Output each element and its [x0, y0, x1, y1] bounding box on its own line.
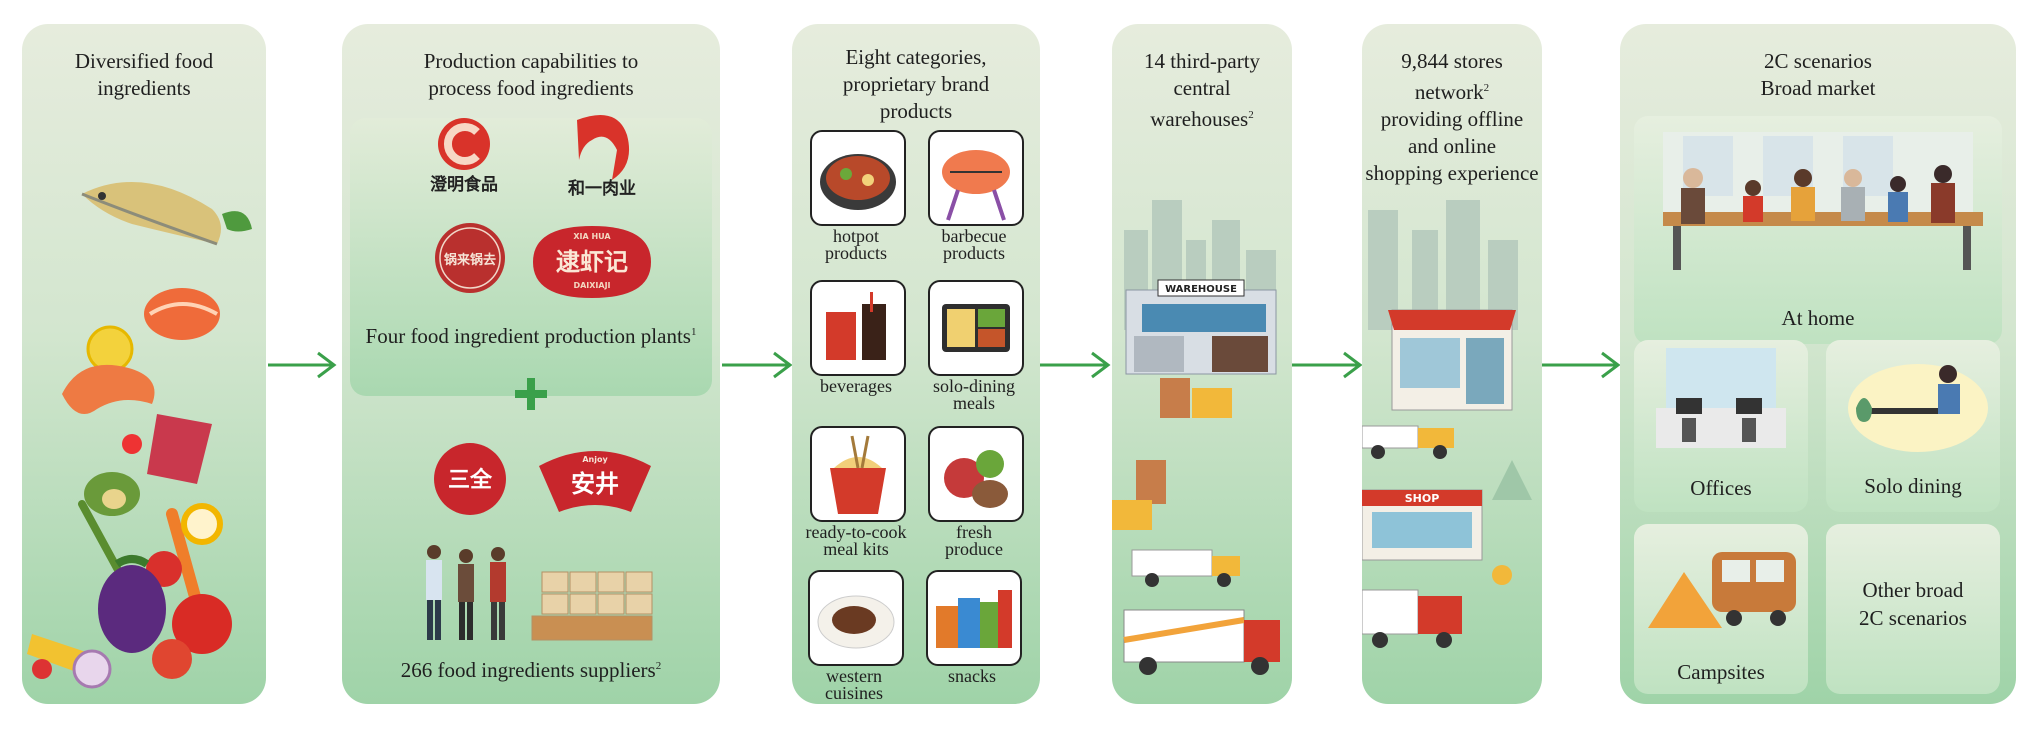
- product-tile-snacks: [926, 570, 1022, 666]
- logo-heyi: 和一肉业: [568, 115, 636, 199]
- stores-title: 9,844 stores network2 providing offline …: [1365, 49, 1539, 185]
- logo-daixiaji-text: 逮虾记: [556, 248, 628, 276]
- logo-sanquan-text: 三全: [448, 467, 493, 493]
- panel-scenarios: 2C scenarios Broad market At home Office…: [1620, 24, 2016, 704]
- logo-guolai: 锅来锅去: [435, 223, 505, 293]
- scenarios-title: 2C scenarios Broad market: [1760, 49, 1876, 100]
- product-tile-barbecue: [928, 130, 1024, 226]
- product-tile-ready-to-cook: [810, 426, 906, 522]
- logo-daixiaji: XIA HUA 逮虾记 DAIXIAJI: [533, 226, 651, 298]
- logo-anjoy-top: Anjoy: [582, 455, 608, 464]
- logo-anjoy: Anjoy 安井: [539, 451, 651, 512]
- product-tile-hotpot: [810, 130, 906, 226]
- scenario-solo-label: Solo dining: [1864, 474, 1962, 498]
- logo-sanquan: 三全: [434, 443, 506, 515]
- panel-warehouses: 14 third-party central warehouses2 WAREH…: [1112, 24, 1292, 704]
- scenario-offices: Offices: [1634, 340, 1808, 512]
- plants-label: Four food ingredient production plants1: [365, 324, 697, 348]
- scenario-campsites: Campsites: [1634, 524, 1808, 694]
- people-group: [426, 545, 506, 640]
- production-plants-box: [350, 118, 712, 396]
- logo-anjoy-text: 安井: [571, 470, 619, 498]
- logo-daixiaji-top: XIA HUA: [573, 232, 611, 241]
- scenario-offices-label: Offices: [1690, 476, 1752, 500]
- office-illustration: [1656, 348, 1786, 448]
- logo-chengming-text: 澄明食品: [430, 174, 498, 195]
- flow-arrow-5: [1542, 351, 1621, 379]
- shop-sign: SHOP: [1405, 492, 1440, 505]
- warehouses-title: 14 third-party central warehouses2: [1143, 49, 1261, 131]
- solo-dining-illustration: [1848, 364, 1988, 452]
- panel-production: Production capabilities to process food …: [342, 24, 720, 704]
- scenario-home-label: At home: [1781, 306, 1855, 330]
- scenario-campsites-label: Campsites: [1677, 660, 1765, 684]
- family-dinner-illustration: [1663, 132, 1983, 270]
- products-title: Eight categories, proprietary brand prod…: [842, 45, 990, 123]
- logo-guolai-text: 锅来锅去: [444, 252, 496, 268]
- campsite-illustration: [1648, 552, 1796, 628]
- logo-heyi-text: 和一肉业: [568, 178, 636, 199]
- product-tile-solo-dining: [928, 280, 1024, 376]
- panel-products: Eight categories, proprietary brand prod…: [792, 24, 1040, 704]
- flow-arrow-4: [1292, 351, 1363, 379]
- production-title: Production capabilities to process food …: [423, 49, 639, 100]
- stores-illustration: SHOP: [1362, 200, 1532, 648]
- warehouse-illustration: WAREHOUSE: [1112, 200, 1280, 675]
- ingredients-illustration: [27, 182, 252, 689]
- product-tile-fresh-produce: [928, 426, 1024, 522]
- product-tile-beverages: [810, 280, 906, 376]
- flow-arrow-1: [268, 351, 337, 379]
- logo-chengming: 澄明食品: [430, 118, 498, 195]
- suppliers-illustration: [426, 545, 653, 641]
- warehouse-sign: WAREHOUSE: [1165, 284, 1237, 295]
- flow-arrow-2: [722, 351, 793, 379]
- logo-daixiaji-bottom: DAIXIAJI: [573, 281, 610, 290]
- product-label-snacks: snacks: [948, 666, 996, 686]
- panel-stores: 9,844 stores network2 providing offline …: [1362, 24, 1542, 704]
- boxes-stack: [531, 571, 653, 641]
- panel-ingredients: Diversified food ingredients: [22, 24, 266, 704]
- scenario-other: Other broad 2C scenarios: [1826, 524, 2000, 694]
- suppliers-label: 266 food ingredients suppliers2: [400, 658, 662, 682]
- scenario-home: At home: [1634, 116, 2002, 344]
- scenario-solo: Solo dining: [1826, 340, 2000, 512]
- flow-arrow-3: [1040, 351, 1111, 379]
- product-label-beverages: beverages: [820, 376, 892, 396]
- plus-icon: [515, 378, 547, 410]
- product-tile-western: [808, 570, 904, 666]
- ingredients-title: Diversified food ingredients: [74, 49, 214, 100]
- scenario-other-label: Other broad 2C scenarios: [1859, 578, 1967, 630]
